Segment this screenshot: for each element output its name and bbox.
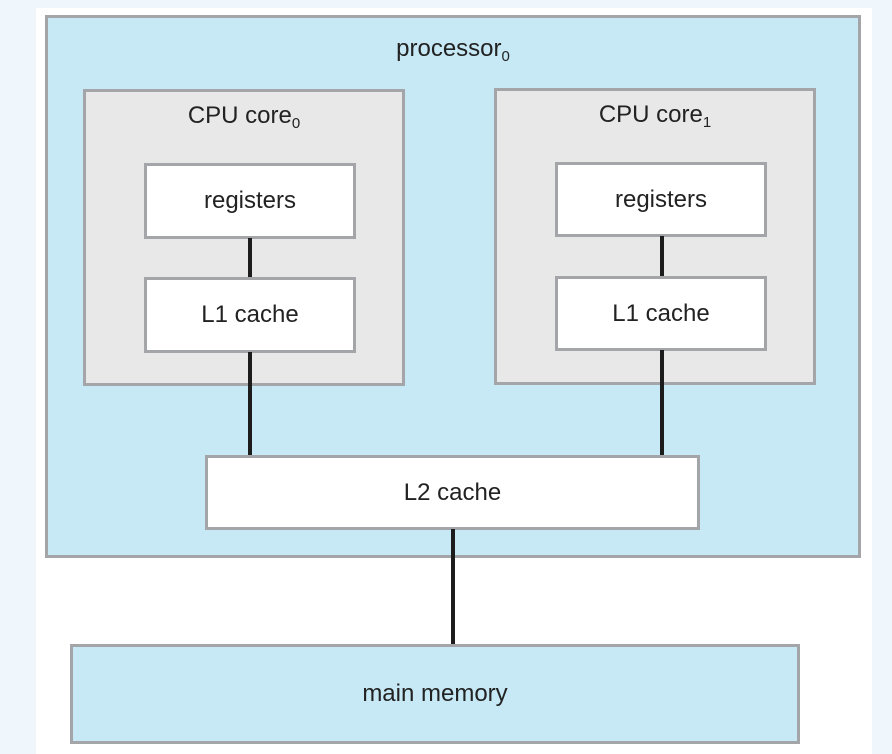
main-memory: main memory [70,644,800,744]
core-0-registers: registers [144,163,356,239]
connector-core1-l1-l2 [660,350,664,456]
cpu-core-1-label: CPU core1 [598,101,712,131]
cpu-core-0-label: CPU core0 [187,102,301,132]
processor-label: processor0 [396,35,510,65]
core-1-l1-cache: L1 cache [555,276,767,351]
connector-l2-memory [451,529,455,645]
core-0-l1-cache: L1 cache [144,277,356,353]
connector-core0-registers-l1 [248,238,252,278]
connector-core0-l1-l2 [248,352,252,456]
core-1-registers: registers [555,162,767,237]
l2-cache: L2 cache [205,455,700,530]
connector-core1-registers-l1 [660,236,664,277]
